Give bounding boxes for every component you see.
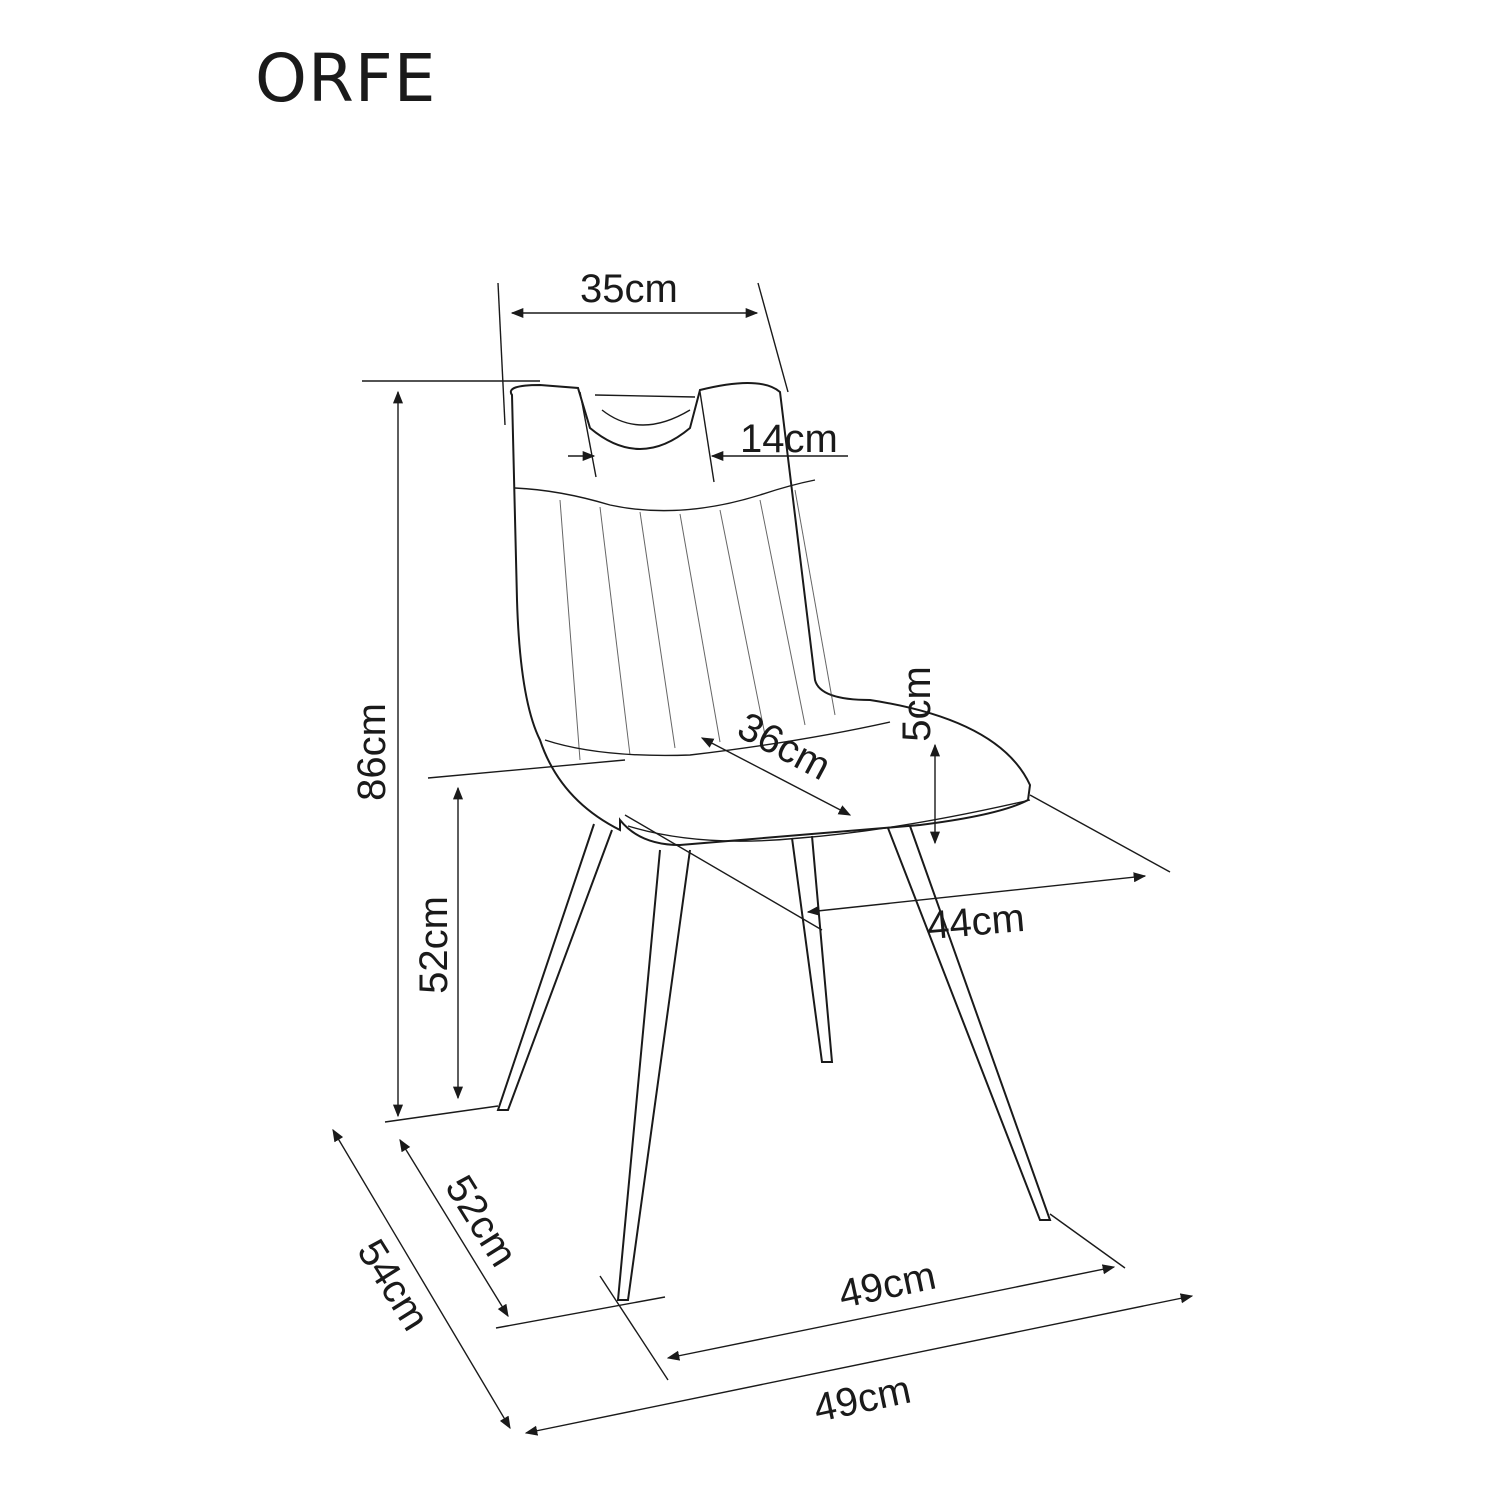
- dim-backrest-width: 35cm: [580, 267, 678, 311]
- dim-width-mid: 49cm: [835, 1254, 940, 1317]
- dim-seat-depth: 36cm: [731, 704, 838, 789]
- dim-seat-height: 52cm: [412, 896, 456, 994]
- dim-depth-total: 54cm: [348, 1232, 437, 1338]
- dim-handle-width: 14cm: [740, 417, 838, 461]
- dim-seat-thickness: 5cm: [895, 666, 939, 742]
- dim-width-total: 49cm: [810, 1368, 915, 1431]
- chair-outline: [496, 382, 1052, 1301]
- product-title: ORFE: [255, 40, 437, 117]
- dim-seat-width: 44cm: [925, 896, 1026, 948]
- dim-total-height: 86cm: [350, 703, 394, 801]
- dimension-lines: [332, 282, 1194, 1436]
